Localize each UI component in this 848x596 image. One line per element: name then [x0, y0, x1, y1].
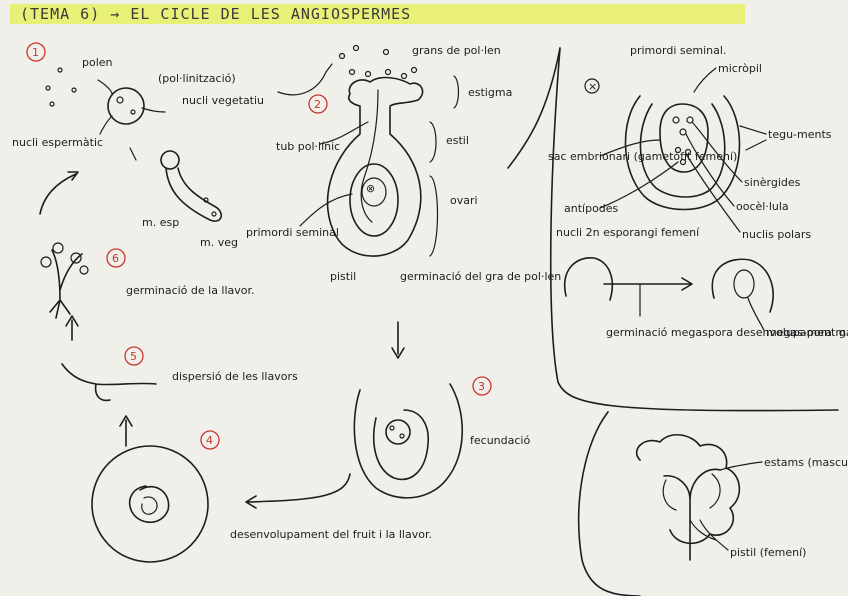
label-micropil: micròpil: [718, 62, 762, 75]
label-sinergides: sinèrgides: [744, 176, 801, 189]
label-nuclis-polars: nuclis polars: [742, 228, 811, 241]
arrow-nuclis-polars: [686, 154, 740, 232]
label-pistil-right: pistil (femení): [730, 546, 806, 559]
ovule-mark: ⊗: [366, 182, 375, 195]
pistil-outline: [328, 78, 423, 257]
arrow-down-to-fecundation: [392, 322, 404, 358]
arrow-micropil: [694, 68, 716, 92]
step-6-number: 6: [112, 252, 119, 265]
seed-dispersion-drawing: [62, 364, 156, 400]
label-nucli-vegetatiu: nucli vegetatiu: [182, 94, 264, 107]
label-primordi-seminal-right: primordi seminal.: [630, 44, 726, 57]
divider-bottom-region: [579, 412, 640, 596]
step-3-number: 3: [478, 380, 485, 393]
flower-stamens: [664, 469, 720, 560]
label-estams: estams (masculí): [764, 456, 848, 469]
seed-spiral-inner: [142, 497, 157, 514]
arrow-tegumenta: [740, 126, 766, 150]
label-nucli-2n: nucli 2n esporangi femení: [556, 226, 700, 239]
ovule-symbol-mark: ×: [588, 80, 597, 93]
arrow-to-germinating: [130, 148, 136, 160]
arrow-back-to-pollen: [40, 172, 78, 214]
step-1-number: 1: [32, 46, 39, 59]
label-tegumenta: tegu-ments: [768, 128, 832, 141]
vegetative-nucleus-dot: [117, 97, 123, 103]
step-4-number: 4: [206, 434, 213, 447]
label-fecundacio: fecundació: [470, 434, 530, 447]
label-m-esp: m. esp: [142, 216, 179, 229]
bracket-ovari: [430, 176, 438, 256]
pistil-line: [690, 520, 716, 540]
label-oocel-lula: oocèl·lula: [736, 200, 789, 213]
label-tub-polinic: tub pol·línic: [276, 140, 340, 153]
label-ovari: ovari: [450, 194, 478, 207]
label-grans-de-polen: grans de pol·len: [412, 44, 501, 57]
scattered-pollen-dots: [46, 68, 76, 106]
arrow-primordi-left: [300, 194, 352, 226]
pollen-grains-on-stigma: [340, 46, 417, 79]
arrow-up-to-germination: [66, 316, 78, 340]
ovule-in-ovary: [350, 164, 398, 236]
pollen-tube: [361, 90, 378, 222]
arrow-nucli-esp: [100, 116, 112, 134]
flowers: [41, 243, 88, 274]
label-germinacio-gra-polen: germinació del gra de pol·len: [400, 270, 561, 283]
seed-spiral: [130, 486, 169, 522]
megasporangium: [565, 258, 613, 300]
label-polen: polen: [82, 56, 113, 69]
megaspore-ovule: [712, 259, 773, 312]
fruit-outline: [92, 446, 208, 562]
label-desenvolupament-fruit: desenvolupament del fruit i la llavor.: [230, 528, 432, 541]
megaspore-cell: [734, 270, 754, 298]
arrow-up-to-dispersion: [120, 416, 132, 446]
bracket-estil: [430, 122, 436, 162]
label-dispersio: dispersió de les llavors: [172, 370, 298, 383]
label-estigma: estigma: [468, 86, 512, 99]
label-m-veg: m. veg: [200, 236, 238, 249]
pollen-grain: [108, 88, 144, 124]
embryo-sac-fecundation: [386, 420, 410, 444]
step-2-number: 2: [314, 98, 321, 111]
arrow-to-fruit: [246, 474, 350, 508]
label-primordi-seminal-left: primordi seminal: [246, 226, 339, 239]
label-estil: estil: [446, 134, 469, 147]
label-megaspora: megas-pora m.: [766, 326, 848, 339]
pollen-tube-small: [166, 168, 221, 221]
label-pistil-left: pistil: [330, 270, 356, 283]
germinating-pollen-grain: [161, 151, 179, 169]
step-5-number: 5: [130, 350, 137, 363]
arrow-megaspore-to-gametophyte: [604, 278, 692, 290]
germinating-plant: [50, 250, 82, 318]
arrow-pollination: [278, 64, 332, 95]
label-nucli-espermatic: nucli espermàtic: [12, 136, 103, 149]
arrow-nucli-veg: [142, 108, 165, 112]
page-title: (TEMA 6) → EL CICLE DE LES ANGIOSPERMES: [20, 5, 411, 23]
bracket-estigma: [454, 76, 459, 108]
arrow-polen: [98, 80, 112, 94]
sperm-nucleus-dot: [131, 110, 135, 114]
label-sac-embrionari: sac embrionari (gametòfit femení): [548, 150, 737, 163]
stamen-filaments: [663, 474, 720, 510]
label-germinacio-llavor: germinació de la llavor.: [126, 284, 255, 297]
label-pollinitzacio: (pol·linització): [158, 72, 236, 85]
ovary-outer-fecundation: [354, 384, 462, 498]
